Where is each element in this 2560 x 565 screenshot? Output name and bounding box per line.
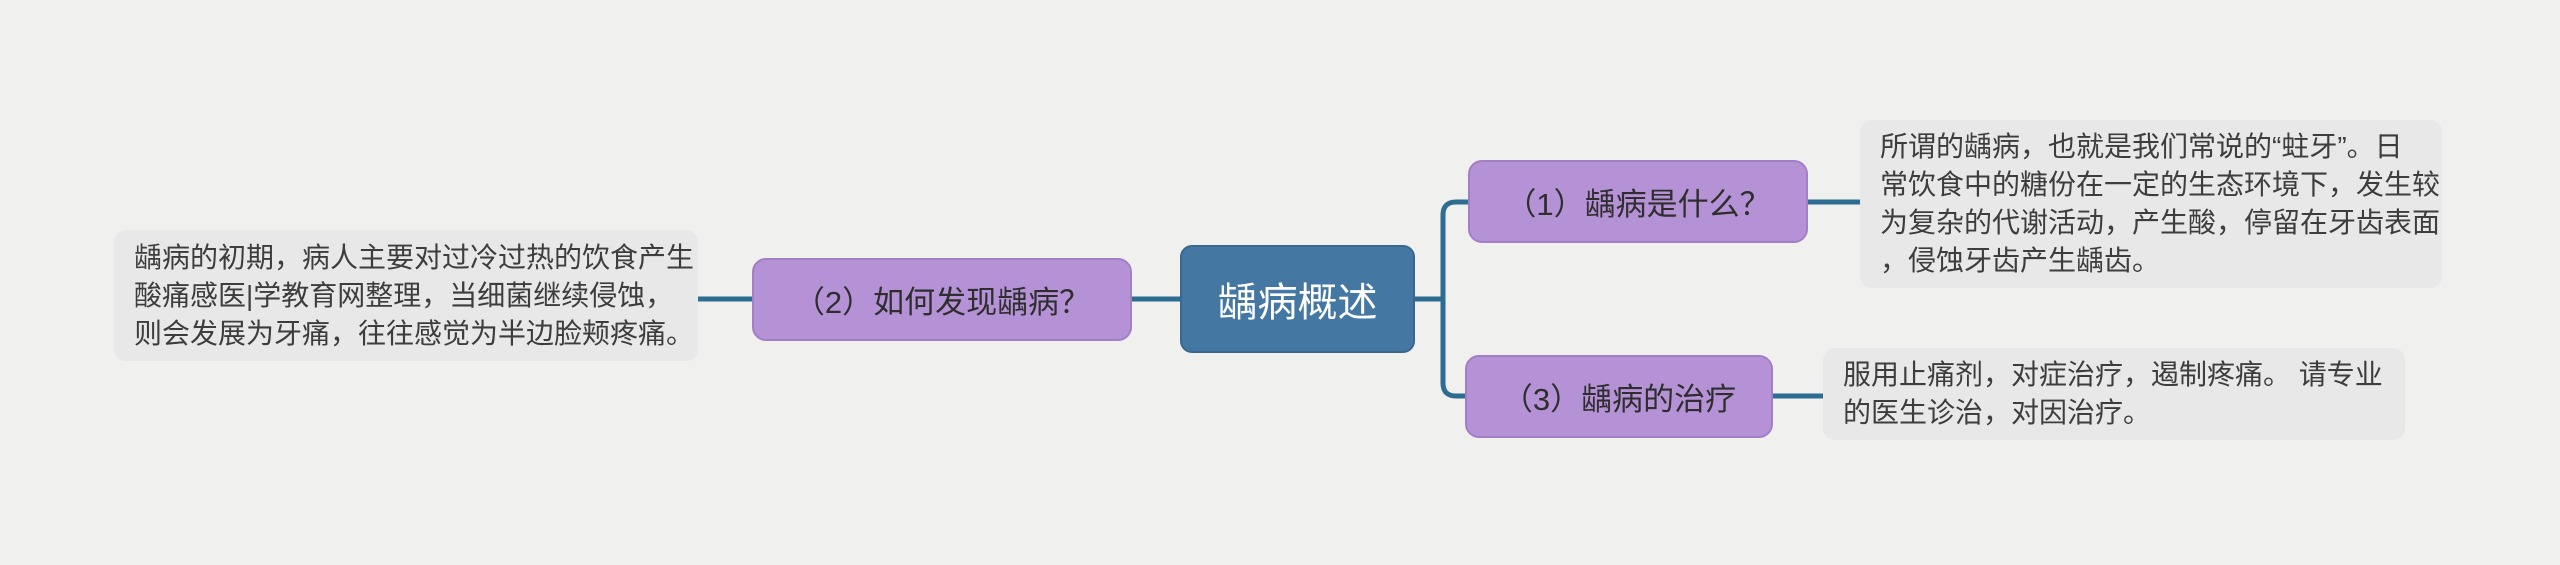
note-line: 的医生诊治，对因治疗。: [1843, 397, 2152, 428]
root-topic-node[interactable]: 龋病概述: [1180, 245, 1415, 353]
note-line: 常饮食中的糖份在一定的生态环境下，发生较: [1880, 169, 2441, 200]
branch-node-label: （3）龋病的治疗: [1501, 382, 1737, 417]
root-topic-label: 龋病概述: [1217, 281, 1378, 325]
note-line: 龋病的初期，病人主要对过冷过热的饮食产生: [134, 241, 695, 273]
branch-node-label: （2）如何发现龋病？: [793, 285, 1091, 320]
branch-node-how-to-detect-caries[interactable]: （2）如何发现龋病？: [752, 258, 1132, 341]
connector-root-to-node3: [1440, 299, 1466, 399]
note-what-is-caries: 所谓的龋病，也就是我们常说的“蛀牙”。日 常饮食中的糖份在一定的生态环境下，发生…: [1860, 120, 2442, 288]
note-how-to-detect-caries: 龋病的初期，病人主要对过冷过热的饮食产生 酸痛感医|学教育网整理，当细菌继续侵蚀…: [114, 230, 698, 361]
note-line: ，侵蚀牙齿产生龋齿。: [1880, 245, 2161, 276]
branch-node-what-is-caries[interactable]: （1）龋病是什么？: [1468, 160, 1808, 243]
branch-node-label: （1）龋病是什么？: [1505, 187, 1771, 222]
note-line: 服用止痛剂，对症治疗，遏制疼痛。 请专业: [1843, 359, 2383, 390]
branch-node-caries-treatment[interactable]: （3）龋病的治疗: [1465, 355, 1773, 438]
note-line: 酸痛感医|学教育网整理，当细菌继续侵蚀，: [134, 279, 674, 311]
note-caries-treatment: 服用止痛剂，对症治疗，遏制疼痛。 请专业 的医生诊治，对因治疗。: [1823, 348, 2405, 440]
connector-root-to-node1: [1440, 199, 1469, 299]
note-line: 为复杂的代谢活动，产生酸，停留在牙齿表面: [1880, 207, 2441, 238]
note-line: 所谓的龋病，也就是我们常说的“蛀牙”。日: [1880, 131, 2403, 162]
note-line: 则会发展为牙痛，往往感觉为半边脸颊疼痛。: [134, 317, 695, 349]
